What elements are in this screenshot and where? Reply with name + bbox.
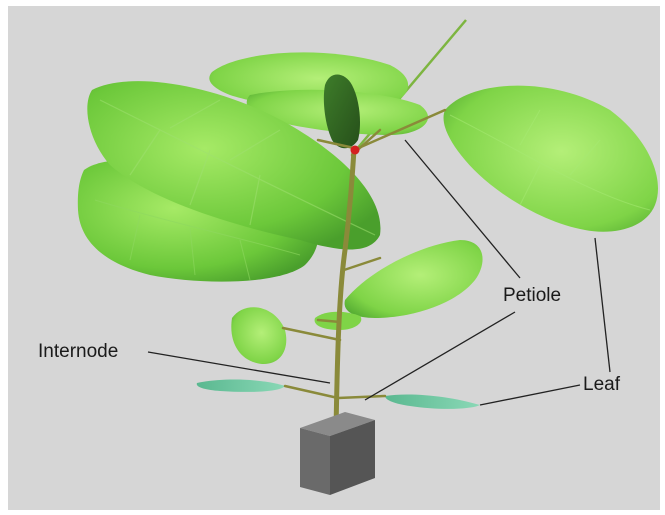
label-petiole: Petiole bbox=[503, 285, 561, 306]
label-leaf: Leaf bbox=[583, 374, 621, 395]
apical-bud bbox=[351, 146, 360, 155]
label-internode: Internode bbox=[38, 341, 118, 362]
